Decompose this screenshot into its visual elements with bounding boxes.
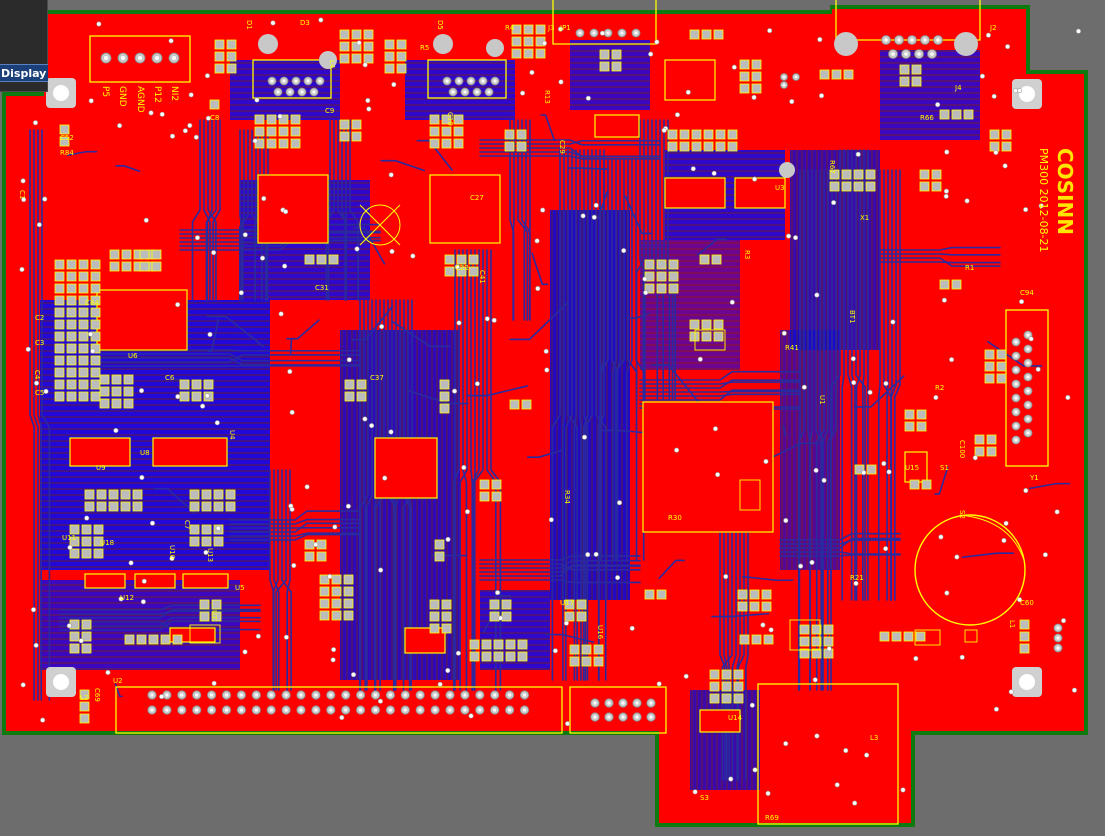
svg-text:C2: C2 (35, 314, 44, 322)
svg-text:X1: X1 (860, 214, 869, 222)
connector-outlines (89, 0, 1049, 825)
svg-text:C69: C69 (93, 688, 101, 702)
svg-text:C100: C100 (958, 440, 966, 458)
mounting-holes (46, 32, 1042, 697)
svg-text:U14: U14 (728, 714, 743, 722)
svg-text:C10: C10 (446, 112, 454, 126)
svg-text:R67: R67 (828, 160, 836, 174)
svg-text:R30: R30 (668, 514, 682, 522)
svg-text:U8: U8 (140, 449, 150, 457)
svg-text:R34: R34 (563, 490, 571, 504)
svg-text:S3: S3 (700, 794, 709, 802)
ic-components (69, 59, 928, 733)
svg-text:U16: U16 (596, 625, 604, 640)
svg-text:U11: U11 (62, 534, 76, 542)
svg-text:C3: C3 (35, 339, 44, 347)
svg-text:L4: L4 (328, 60, 336, 69)
svg-text:U15: U15 (905, 464, 919, 472)
svg-text:L1: L1 (1008, 620, 1016, 628)
svg-text:D1: D1 (245, 20, 253, 30)
display-tab-label[interactable]: Display (0, 64, 48, 82)
svg-text:C37: C37 (370, 374, 384, 382)
svg-text:U10: U10 (168, 545, 176, 559)
svg-text:D5: D5 (436, 20, 444, 30)
svg-text:C8: C8 (210, 114, 219, 122)
board-version-text: PM300 2012-08-21 (1037, 148, 1050, 253)
svg-text:C27: C27 (470, 194, 484, 202)
svg-text:C7: C7 (183, 520, 191, 529)
svg-text:L2: L2 (80, 694, 88, 702)
display-panel-tab[interactable]: Display (0, 0, 48, 92)
svg-text:S1: S1 (940, 464, 949, 472)
svg-text:R4: R4 (505, 24, 515, 32)
svg-text:J3: J3 (547, 24, 555, 32)
svg-text:C60: C60 (1020, 599, 1034, 607)
trace-layer (29, 114, 1071, 781)
svg-text:U1: U1 (818, 395, 826, 405)
svg-text:U2: U2 (113, 677, 123, 685)
header-label-gnd: GND (117, 86, 127, 107)
svg-text:C84: C84 (85, 299, 99, 307)
svg-text:C5: C5 (35, 389, 44, 397)
header-label-p5: P5 (100, 86, 110, 97)
svg-text:R66: R66 (920, 114, 934, 122)
svg-text:C9: C9 (325, 107, 334, 115)
svg-text:U7: U7 (210, 610, 218, 620)
svg-text:U13: U13 (206, 548, 214, 562)
svg-text:U6: U6 (128, 352, 138, 360)
svg-text:U4: U4 (228, 430, 236, 440)
svg-text:Y1: Y1 (1029, 474, 1039, 482)
svg-text:U9: U9 (96, 464, 106, 472)
board-brand-text: COSINN (1053, 148, 1077, 235)
header-label-p12: P12 (152, 86, 162, 103)
svg-text:D3: D3 (300, 19, 310, 27)
svg-text:L3: L3 (870, 734, 878, 742)
through-hole-pads (100, 28, 1063, 722)
svg-text:JP1: JP1 (559, 24, 571, 32)
svg-text:U5: U5 (235, 584, 245, 592)
svg-text:U3: U3 (775, 184, 785, 192)
svg-text:C52: C52 (60, 134, 74, 142)
svg-text:U17: U17 (560, 599, 574, 607)
fiducial-mark (359, 204, 401, 246)
svg-text:U12: U12 (120, 594, 134, 602)
battery-bt1 (914, 514, 1026, 626)
svg-text:C29: C29 (558, 140, 566, 154)
svg-text:C22: C22 (455, 264, 469, 272)
header-label-agnd: AGND (135, 86, 145, 113)
svg-text:R69: R69 (765, 814, 779, 822)
svg-text:R84: R84 (60, 149, 74, 157)
svg-text:J2: J2 (989, 24, 997, 32)
svg-text:J4: J4 (954, 84, 962, 92)
svg-text:R21: R21 (850, 574, 864, 582)
svg-text:R3: R3 (743, 250, 751, 259)
svg-text:C41: C41 (478, 270, 486, 284)
svg-text:U18: U18 (100, 539, 114, 547)
svg-text:R41: R41 (785, 344, 799, 352)
via-layer (19, 17, 1081, 806)
header-label-ni2: NI2 (169, 86, 179, 101)
svg-text:C1: C1 (18, 190, 26, 199)
svg-text:R1: R1 (965, 264, 974, 272)
svg-text:R5: R5 (420, 44, 429, 52)
svg-text:R2: R2 (935, 384, 944, 392)
svg-text:C6: C6 (165, 374, 175, 382)
svg-text:C94: C94 (1020, 289, 1034, 297)
svg-text:R13: R13 (543, 90, 551, 104)
svg-text:S2: S2 (958, 510, 966, 519)
svg-text:C4: C4 (33, 370, 41, 380)
svg-text:C31: C31 (315, 284, 329, 292)
svg-text:BT1: BT1 (848, 310, 856, 324)
